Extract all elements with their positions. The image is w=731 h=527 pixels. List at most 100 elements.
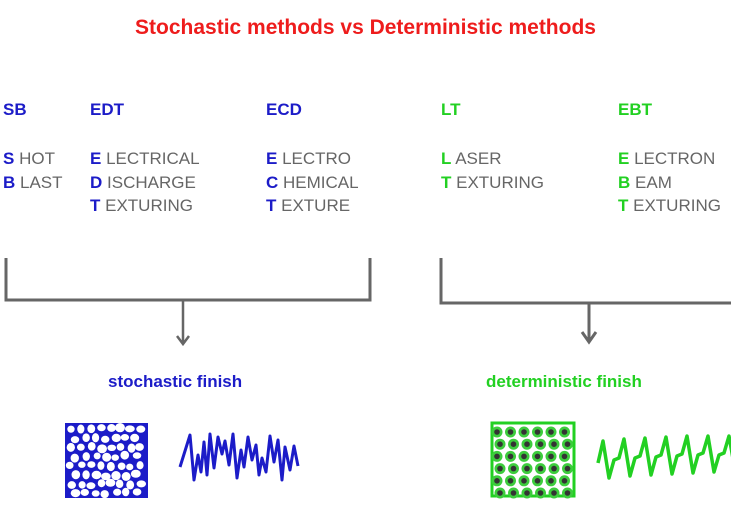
initial: L: [441, 149, 452, 168]
texture-pore: [87, 441, 96, 451]
texture-pore: [107, 444, 117, 452]
texture-dimple-center: [497, 490, 503, 496]
texture-dimple-center: [564, 441, 571, 448]
texture-dimple-center: [551, 465, 557, 472]
texture-dimple-center: [497, 465, 503, 472]
texture-pore: [67, 481, 77, 489]
word-rest: HOT: [19, 149, 55, 168]
initial: D: [90, 172, 103, 192]
texture-pore: [70, 453, 79, 463]
initial: E: [266, 149, 278, 168]
texture-dimple-center: [537, 441, 544, 448]
stochastic-arrow: [176, 300, 190, 347]
texture-pore: [82, 452, 90, 461]
texture-pore: [132, 452, 142, 459]
texture-dimple-center: [561, 478, 568, 484]
texture-dimple-center: [537, 490, 544, 496]
texture-dimple-center: [494, 478, 500, 484]
method-ebt-abbr: EBT: [618, 100, 652, 119]
texture-pore: [97, 424, 106, 432]
texture-dimple-center: [537, 465, 544, 472]
texture-pore: [115, 422, 125, 433]
deterministic-finish-label: deterministic finish: [486, 372, 642, 391]
texture-pore: [113, 488, 122, 496]
texture-pore: [124, 425, 135, 433]
texture-pore: [76, 443, 85, 451]
texture-pore: [91, 433, 100, 443]
method-lt-abbr: LT: [441, 100, 461, 119]
texture-dimple-center: [551, 441, 557, 448]
method-lt-words: L ASER T EXTURING: [441, 147, 544, 194]
texture-pore: [70, 489, 81, 498]
initial: S: [3, 149, 15, 168]
texture-dimple-center: [561, 453, 568, 460]
texture-dimple-center: [524, 490, 530, 496]
texture-pore: [111, 471, 121, 481]
texture-pore: [71, 470, 81, 480]
texture-dimple-center: [521, 453, 527, 460]
method-ecd-words: E LECTRO C HEMICAL T EXTURE: [266, 147, 359, 218]
initial: B: [3, 172, 16, 192]
texture-pore: [136, 461, 144, 470]
word-rest: LECTRON: [634, 149, 716, 168]
stochastic-finish-label: stochastic finish: [108, 372, 243, 391]
deterministic-bracket: [439, 258, 731, 305]
texture-dimple-center: [564, 465, 571, 472]
word-rest: EAM: [635, 172, 672, 192]
texture-dimple-center: [561, 429, 568, 435]
word-rest: EXTURE: [281, 196, 351, 215]
texture-pore: [97, 444, 107, 454]
method-edt-words: E LECTRICAL D ISCHARGE T EXTURING: [90, 147, 200, 218]
texture-pore: [80, 488, 89, 496]
texture-pore: [120, 434, 130, 441]
method-sb-words: S HOT B LAST: [3, 147, 63, 194]
texture-pore: [101, 435, 110, 443]
texture-pore: [136, 425, 146, 433]
texture-pore: [121, 487, 130, 497]
texture-pore: [67, 425, 75, 433]
texture-pore: [66, 442, 75, 452]
texture-dimple-center: [510, 441, 517, 448]
texture-pore: [91, 490, 100, 497]
texture-dimple-center: [507, 453, 514, 460]
texture-pore: [132, 488, 142, 496]
word-rest: ISCHARGE: [107, 172, 196, 192]
texture-pore: [130, 469, 141, 478]
texture-pore: [121, 472, 131, 481]
deterministic-profile-wave: [596, 434, 731, 480]
texture-pore: [102, 452, 112, 462]
texture-dimple-center: [551, 490, 557, 496]
method-sb-abbr: SB: [3, 100, 27, 119]
texture-pore: [70, 436, 80, 444]
initial: B: [618, 172, 631, 192]
texture-pore: [105, 478, 116, 487]
texture-dimple-center: [521, 429, 527, 435]
texture-pore: [136, 480, 147, 488]
texture-dimple-center: [548, 453, 554, 460]
texture-pore: [91, 470, 102, 480]
texture-dimple-center: [524, 441, 530, 448]
texture-dimple-center: [510, 490, 517, 496]
word-rest: ASER: [455, 149, 502, 168]
word-rest: HEMICAL: [283, 172, 359, 192]
texture-pore: [97, 479, 106, 488]
texture-dimple-center: [534, 478, 541, 484]
texture-pore: [126, 480, 135, 490]
texture-pore: [82, 433, 90, 443]
texture-pore: [78, 461, 86, 468]
texture-pore: [100, 490, 109, 499]
texture-dimple-center: [521, 478, 527, 484]
texture-dimple-center: [510, 465, 517, 472]
texture-dimple-center: [548, 429, 554, 435]
texture-dimple-center: [494, 429, 500, 435]
texture-pore: [106, 461, 115, 472]
texture-pore: [78, 481, 86, 489]
initial: T: [266, 196, 277, 215]
initial: E: [90, 149, 102, 168]
stochastic-bracket: [4, 258, 372, 302]
texture-pore: [126, 463, 134, 471]
initial: T: [618, 196, 629, 215]
texture-pore: [65, 461, 74, 470]
texture-pore: [116, 443, 125, 451]
stochastic-texture-icon: [65, 422, 148, 499]
